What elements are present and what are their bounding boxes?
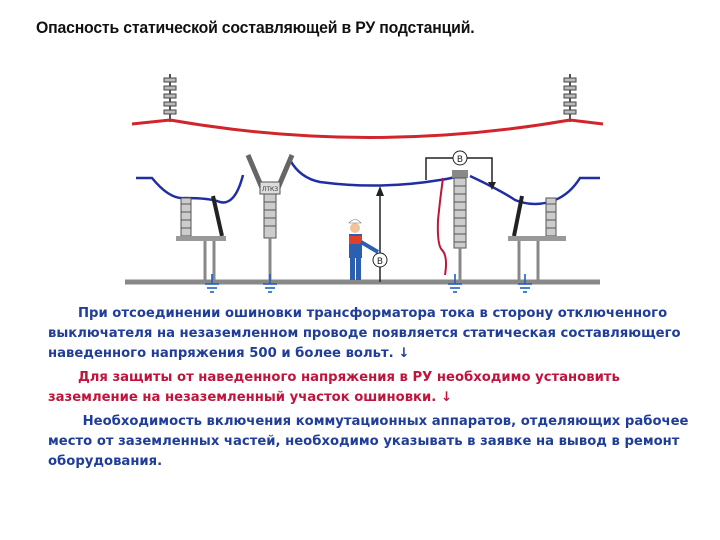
ground-symbol-2 [263,274,277,293]
voltmeter-bottom: В [372,252,388,268]
paragraph-1-text: При отсоединении ошиновки трансформатора… [48,306,681,361]
paragraph-switching-note: Необходимость включения коммутационных а… [48,412,698,472]
substation-diagram: ЛТКЗ В В [125,74,604,293]
grounding-lead [436,177,447,276]
busbar [136,159,600,206]
measuring-rod [376,186,384,282]
voltmeter-top-label: В [457,155,463,165]
right-overhead-insulator [563,74,577,122]
ground-symbol-4 [518,274,532,293]
left-overhead-insulator [163,74,177,122]
current-transformer: ЛТКЗ [245,154,295,282]
paragraph-2-text: Для защиты от наведенного напряжения в Р… [48,370,620,405]
ground-symbol-3 [448,274,462,293]
voltmeter-bottom-label: В [377,257,383,267]
paragraph-static-voltage: При отсоединении ошиновки трансформатора… [48,304,698,364]
paragraph-grounding-requirement: Для защиты от наведенного напряжения в Р… [48,368,698,408]
left-disconnector [176,195,226,282]
right-disconnector [508,195,566,282]
voltmeter-top: В [425,150,496,190]
paragraph-3-text: Необходимость включения коммутационных а… [48,414,689,469]
ct-label: ЛТКЗ [262,186,278,193]
ground-symbol-1 [205,274,219,293]
ground-symbols [205,274,532,293]
overhead-line [131,118,604,139]
page-title: Опасность статической составляющей в РУ … [36,18,475,37]
circuit-breaker-column [452,170,468,282]
worker-figure [348,219,380,280]
